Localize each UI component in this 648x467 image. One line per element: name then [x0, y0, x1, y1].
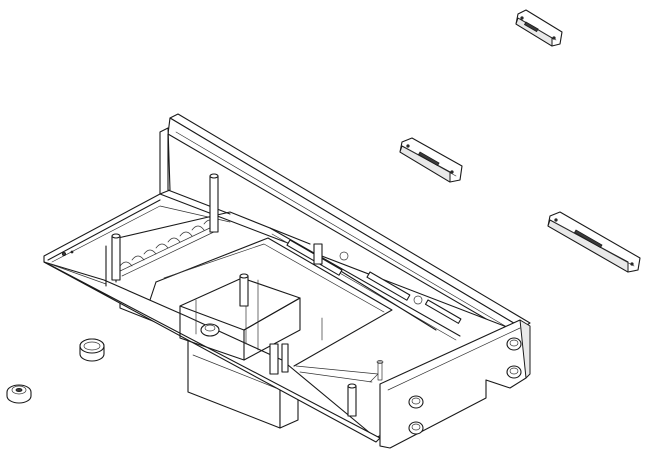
posts [111, 173, 384, 417]
bracket-middle [399, 137, 463, 183]
clip-row [117, 219, 219, 277]
bracket-top [515, 9, 563, 47]
end-plate-bosses [408, 337, 522, 435]
bracket-right [547, 211, 641, 273]
grommet-left [6, 384, 32, 404]
cap-left [79, 338, 105, 362]
tray-housing [43, 113, 531, 449]
boss [200, 323, 220, 337]
